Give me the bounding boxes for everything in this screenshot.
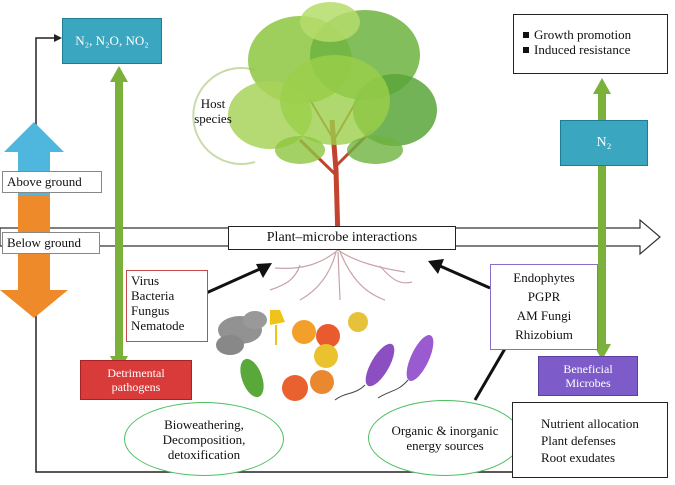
energy-sources-oval: Organic & inorganic energy sources <box>368 400 522 476</box>
benefit-item-growth: Growth promotion <box>522 27 661 42</box>
roots-illustration <box>269 249 413 301</box>
host-species-label: Host species <box>194 96 232 126</box>
pathogen-item: Nematode <box>131 318 185 333</box>
beneficial-microbes-box: Beneficial Microbes <box>538 356 638 396</box>
beneficial-item: Rhizobium <box>515 327 573 342</box>
benefit-item-resistance: Induced resistance <box>522 42 661 57</box>
n2-fixation-box: N₂ <box>560 120 648 166</box>
function-item: Root exudates <box>541 450 616 465</box>
pathogen-types-box: Virus Bacteria Fungus Nematode <box>126 270 208 342</box>
function-item: Plant defenses <box>541 433 616 448</box>
plant-microbe-interactions-label: Plant–microbe interactions <box>228 226 456 250</box>
microbes-illustration <box>216 310 434 401</box>
above-ground-label: Above ground <box>2 171 102 193</box>
below-ground-label: Below ground <box>2 232 100 254</box>
beneficial-item: PGPR <box>527 289 561 304</box>
nitrogen-gases-box: N₂, N₂O, NO₂ <box>62 18 162 64</box>
bioweathering-oval: Bioweathering, Decomposition, detoxifica… <box>124 402 284 476</box>
beneficial-to-roots-arrow <box>428 259 491 290</box>
beneficial-item: Endophytes <box>513 270 575 285</box>
pathogen-item: Fungus <box>131 303 170 318</box>
plant-benefits-box: Growth promotion Induced resistance <box>513 14 668 74</box>
beneficial-types-box: Endophytes PGPR AM Fungi Rhizobium <box>490 264 598 350</box>
detrimental-pathogens-box: Detrimental pathogens <box>80 360 192 400</box>
below-ground-down-arrow <box>0 196 68 318</box>
root-functions-box: Nutrient allocation Plant defenses Root … <box>512 402 668 478</box>
beneficial-item: AM Fungi <box>516 308 572 323</box>
function-item: Nutrient allocation <box>541 416 639 431</box>
host-species-arc <box>192 67 256 165</box>
tree-illustration <box>228 2 437 241</box>
pathogen-item: Virus <box>131 273 160 288</box>
pathogen-item: Bacteria <box>131 288 175 303</box>
